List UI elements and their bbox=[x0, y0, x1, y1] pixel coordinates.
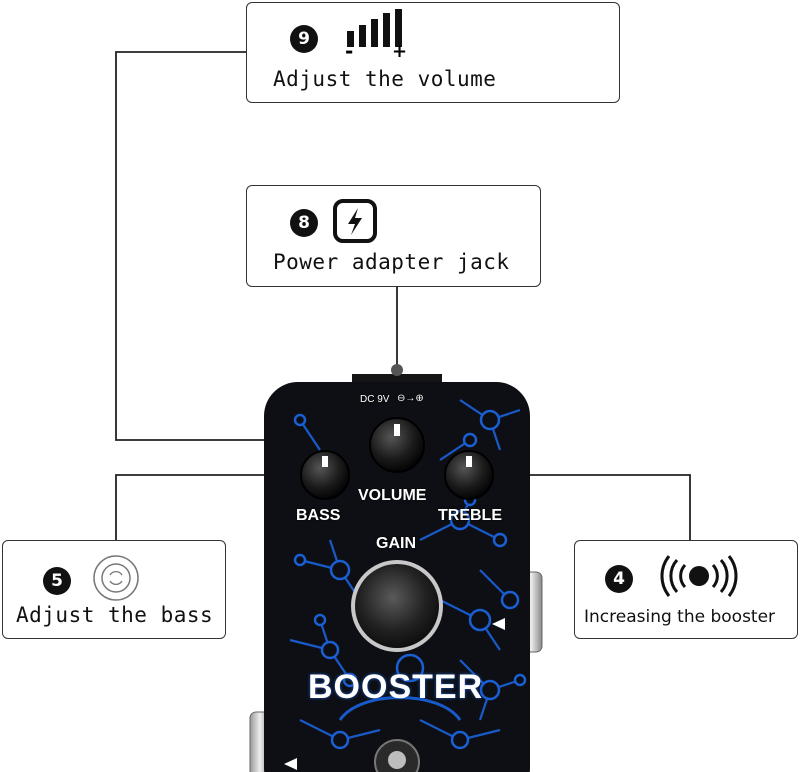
dc-label: DC 9V bbox=[360, 394, 390, 405]
bass-label: BASS bbox=[296, 507, 341, 524]
volume-bars-icon bbox=[347, 9, 402, 47]
callout-number: 4 bbox=[605, 565, 633, 593]
callout-volume: 9 - + Adjust the volume bbox=[246, 2, 620, 103]
callout-caption: Adjust the volume bbox=[273, 67, 497, 91]
volume-minus-sign: - bbox=[345, 39, 354, 63]
sound-waves-icon bbox=[660, 555, 738, 597]
treble-label: TREBLE bbox=[438, 507, 502, 524]
gain-label: GAIN bbox=[376, 535, 416, 552]
callout-booster: 4 Increasing the booster bbox=[574, 540, 798, 639]
callout-power: 8 Power adapter jack bbox=[246, 185, 541, 287]
polarity-symbol: ⊖→⊕ bbox=[397, 393, 424, 404]
lightning-bolt-icon bbox=[333, 199, 377, 243]
pedal-name: BOOSTER bbox=[308, 668, 484, 706]
callout-number: 8 bbox=[290, 209, 318, 237]
volume-label: VOLUME bbox=[358, 487, 427, 504]
output-arrow-icon bbox=[492, 618, 505, 630]
callout-number: 5 bbox=[43, 567, 71, 595]
callout-caption: Increasing the booster bbox=[584, 607, 776, 627]
treble-knob bbox=[444, 450, 494, 500]
bass-speaker-icon bbox=[93, 555, 139, 601]
callout-caption: Power adapter jack bbox=[273, 250, 510, 274]
connector-dot bbox=[391, 364, 403, 376]
circuit-nodes bbox=[293, 409, 527, 750]
callout-number: 9 bbox=[290, 25, 318, 53]
callout-caption: Adjust the bass bbox=[16, 603, 214, 627]
callout-bass: 5 Adjust the bass bbox=[2, 540, 226, 639]
input-arrow-icon bbox=[284, 758, 297, 770]
gain-knob bbox=[351, 560, 443, 652]
bass-knob bbox=[300, 450, 350, 500]
volume-knob bbox=[369, 417, 425, 473]
volume-plus-sign: + bbox=[392, 41, 408, 62]
